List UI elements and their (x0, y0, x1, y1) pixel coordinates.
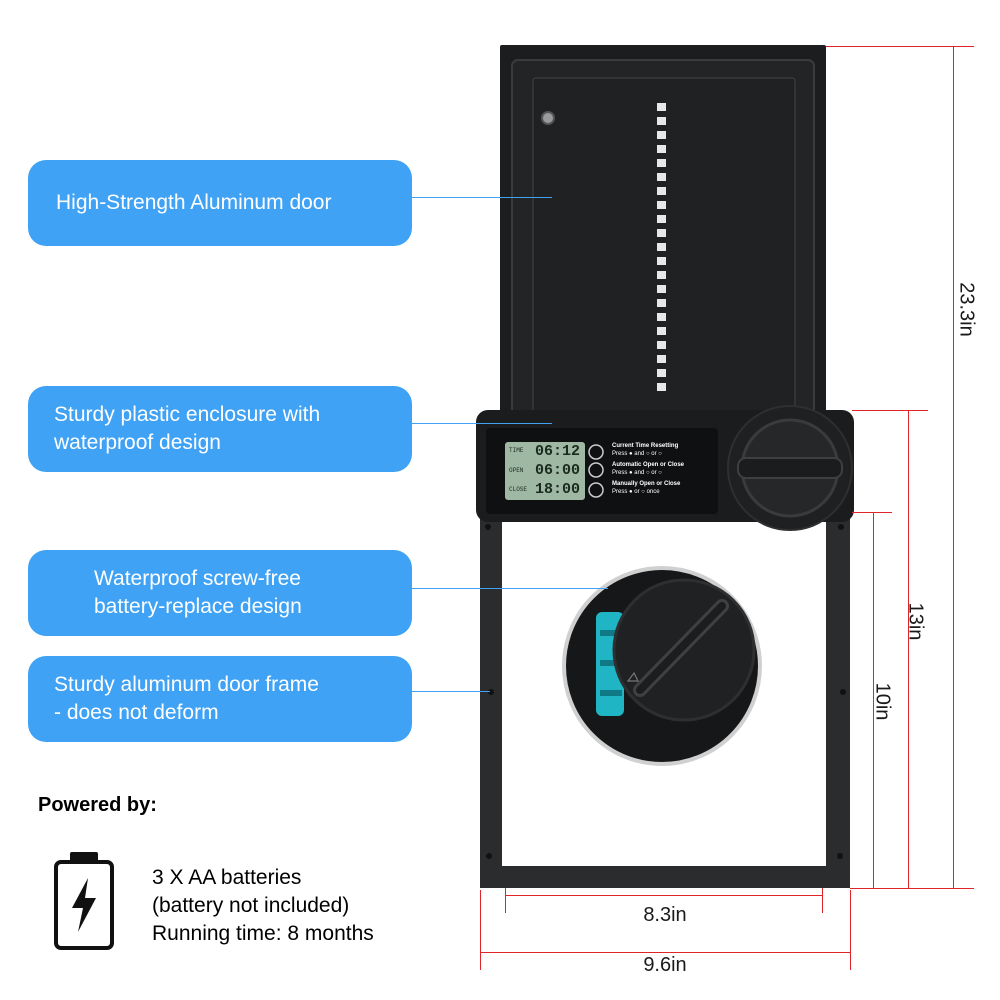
vent-slot (657, 257, 666, 265)
instruction-2: Automatic Open or Close Press ● and ○ or… (612, 461, 716, 477)
panel-instructions: Current Time Resetting Press ● and ○ or … (612, 442, 716, 496)
dim-total-height-top-tick (826, 46, 974, 47)
callout-enclosure: Sturdy plastic enclosure with waterproof… (28, 386, 412, 472)
callout-frame-line1: Sturdy aluminum door frame (54, 673, 319, 696)
lcd-open-value: 06:00 (535, 462, 581, 479)
dim-total-height-label: 23.3in (955, 282, 978, 337)
dim-total-height-bottom-tick (850, 888, 974, 889)
instruction-1: Current Time Resetting Press ● and ○ or … (612, 442, 716, 458)
vent-slot (657, 369, 666, 377)
vent-slot (657, 145, 666, 153)
instruction-2-detail: Press ● and ○ or ○ (612, 470, 662, 476)
callout-door: High-Strength Aluminum door (28, 160, 412, 246)
control-enclosure (476, 405, 854, 531)
set-button (588, 482, 604, 498)
door-vent-slots (657, 103, 666, 391)
instruction-2-title: Automatic Open or Close (612, 462, 685, 468)
dim-enclosure-label: 13in (904, 602, 927, 641)
callout-frame-line2: - does not deform (54, 701, 219, 724)
instruction-3-title: Manually Open or Close (612, 481, 681, 487)
vent-slot (657, 187, 666, 195)
vent-slot (657, 341, 666, 349)
lcd-screen (505, 442, 585, 500)
lcd-readout: TIME 06:12 OPEN 06:00 CLOSE 18:00 (507, 443, 585, 499)
powered-by-heading: Powered by: (38, 794, 157, 816)
vent-slot (657, 173, 666, 181)
battery-charging-icon (54, 852, 114, 950)
callout-battery-line1: Waterproof screw-free (94, 567, 301, 590)
lcd-time-label: TIME (509, 447, 524, 454)
dim-enclosure-top-tick (852, 410, 928, 411)
callout-enclosure-line2: waterproof design (54, 431, 221, 454)
battery-line-2: (battery not included) (152, 894, 350, 917)
instruction-3: Manually Open or Close Press ● or ○ once (612, 480, 716, 496)
dim-total-width-line (480, 952, 850, 953)
leader-door (412, 197, 552, 198)
dim-total-width-right-tick (850, 890, 851, 970)
up-button (588, 444, 604, 460)
instruction-3-detail: Press ● or ○ once (612, 489, 660, 495)
callout-battery: Waterproof screw-free battery-replace de… (28, 550, 412, 636)
callout-frame: Sturdy aluminum door frame - does not de… (28, 656, 412, 742)
dim-opening-width-right-tick (822, 888, 823, 913)
vent-slot (657, 299, 666, 307)
battery-line-3: Running time: 8 months (152, 922, 374, 945)
dim-total-width-left-tick (480, 890, 481, 970)
vent-slot (657, 285, 666, 293)
instruction-1-title: Current Time Resetting (612, 443, 679, 449)
vent-slot (657, 229, 666, 237)
instruction-1-detail: Press ● and ○ or ○ (612, 451, 662, 457)
callout-enclosure-line1: Sturdy plastic enclosure with (54, 403, 321, 426)
vent-slot (657, 327, 666, 335)
dim-opening-width-label: 8.3in (643, 904, 687, 926)
dim-total-width-label: 9.6in (643, 954, 687, 976)
leader-battery (412, 588, 608, 589)
vent-slot (657, 159, 666, 167)
vent-slot (657, 383, 666, 391)
vent-slot (657, 117, 666, 125)
lcd-open-label: OPEN (509, 467, 524, 474)
vent-slot (657, 243, 666, 251)
leader-frame (412, 691, 490, 692)
vent-slot (657, 103, 666, 111)
dim-total-height-line (953, 46, 954, 888)
lock-icon (541, 111, 555, 125)
aluminum-door (500, 45, 826, 425)
leader-enclosure (412, 423, 552, 424)
vent-slot (657, 201, 666, 209)
vent-slot (657, 131, 666, 139)
dim-opening-width-line (505, 895, 823, 896)
battery-line-1: 3 X AA batteries (152, 866, 302, 889)
lcd-time-value: 06:12 (535, 443, 581, 460)
dim-enclosure-line (908, 410, 909, 888)
down-button (588, 462, 604, 478)
vent-slot (657, 271, 666, 279)
dim-opening-width-left-tick (505, 888, 506, 913)
callout-battery-line2: battery-replace design (94, 595, 302, 618)
battery-zoom-detail (562, 566, 762, 766)
dim-opening-height-label: 10in (871, 682, 894, 721)
lcd-close-value: 18:00 (535, 481, 581, 498)
dim-opening-top-tick (852, 512, 892, 513)
lcd-close-label: CLOSE (509, 486, 528, 493)
vent-slot (657, 215, 666, 223)
vent-slot (657, 313, 666, 321)
dim-opening-line (873, 512, 874, 888)
vent-slot (657, 355, 666, 363)
callout-door-text: High-Strength Aluminum door (56, 191, 332, 214)
